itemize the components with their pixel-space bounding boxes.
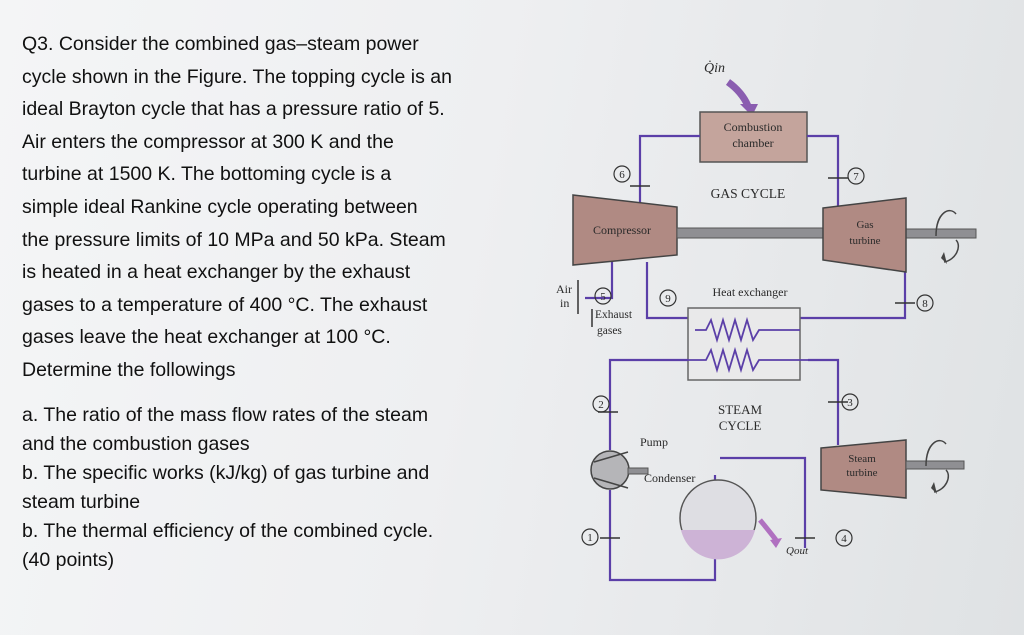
steam-turbine-label: turbine	[846, 467, 877, 479]
gas-turbine-label: Gas	[856, 219, 873, 231]
output-shaft	[905, 228, 977, 239]
air-in-label: in	[560, 296, 569, 310]
gas-turbine-label: turbine	[849, 235, 880, 247]
part-line: and the combustion gases	[22, 432, 250, 455]
compressor-label: Compressor	[593, 223, 651, 237]
heat-exchanger-label: Heat exchanger	[713, 285, 788, 299]
state-9: 9	[659, 289, 677, 307]
question-line: Q3. Consider the combined gas–steam powe…	[22, 33, 419, 55]
steam-shaft	[905, 460, 965, 470]
question-line: Air enters the compressor at 300 K and t…	[22, 130, 394, 153]
question-line: Determine the followings	[22, 358, 236, 381]
svg-text:9: 9	[665, 293, 671, 305]
state-5: 5	[594, 287, 612, 305]
heat-exchanger	[687, 307, 801, 381]
question-line: ideal Brayton cycle that has a pressure …	[22, 98, 445, 121]
exhaust-label: gases	[597, 325, 622, 337]
question-line: is heated in a heat exchanger by the exh…	[22, 261, 411, 284]
gas-cycle-label: GAS CYCLE	[711, 186, 786, 201]
state-2: 2	[592, 395, 610, 413]
compressor	[572, 194, 678, 266]
gas-turbine-shaft	[676, 227, 824, 239]
part-line: steam turbine	[22, 490, 141, 513]
q-out-arrow	[758, 518, 778, 542]
question-line: simple ideal Rankine cycle operating bet…	[22, 195, 418, 218]
pump-label: Pump	[640, 435, 668, 449]
pump-blade	[593, 477, 629, 489]
steam-turbine-label: Steam	[848, 453, 876, 465]
exhaust-label: Exhaust	[595, 309, 633, 321]
svg-text:4: 4	[841, 533, 847, 545]
steam-cycle-label: CYCLE	[719, 418, 762, 433]
question-line: cycle shown in the Figure. The topping c…	[22, 65, 452, 88]
state-8: 8	[916, 294, 934, 312]
state-ticks	[598, 177, 915, 539]
question-line: gases leave the heat exchanger at 100 °C…	[22, 326, 391, 349]
steam-cycle-pipes	[608, 358, 840, 582]
state-7: 7	[847, 167, 865, 185]
svg-text:3: 3	[847, 397, 853, 409]
pump-shaft	[627, 467, 649, 475]
svg-text:2: 2	[598, 399, 604, 411]
question-text: Q3. Consider the combined gas–steam powe…	[22, 28, 542, 575]
q-in-arrow	[725, 79, 752, 108]
work-arrowhead	[941, 252, 947, 264]
part-line: b. The specific works (kJ/kg) of gas tur…	[22, 461, 430, 484]
svg-text:7: 7	[853, 171, 859, 183]
q-out-label: Qout	[786, 545, 809, 557]
question-line: gases to a temperature of 400 °C. The ex…	[22, 293, 428, 316]
chamber-label: chamber	[732, 136, 773, 150]
question-line: turbine at 1500 K. The bottoming cycle i…	[22, 163, 392, 186]
part-line: b. The thermal efficiency of the combine…	[22, 519, 434, 542]
part-line: a. The ratio of the mass flow rates of t…	[22, 403, 429, 426]
hx-coil-steam	[688, 346, 808, 374]
condenser-liquid	[681, 530, 755, 560]
q-in-label: Q̇in	[704, 60, 725, 76]
work-output-icon	[925, 439, 950, 493]
combustion-label: Combustion	[724, 120, 783, 134]
state-4: 4	[835, 529, 853, 547]
work-output-icon	[935, 209, 960, 263]
svg-text:1: 1	[587, 532, 593, 544]
gas-turbine	[822, 197, 907, 273]
work-arrowhead	[931, 482, 937, 494]
hx-coil-gas	[695, 316, 800, 344]
state-6: 6	[613, 165, 631, 183]
combustion-chamber	[699, 111, 808, 163]
pump-blade	[593, 451, 629, 463]
svg-text:6: 6	[619, 169, 625, 181]
steam-cycle-label: STEAM	[718, 402, 763, 417]
steam-turbine	[820, 439, 907, 499]
question-line: the pressure limits of 10 MPa and 50 kPa…	[22, 228, 446, 251]
air-in-label: Air	[556, 282, 572, 296]
part-line: (40 points)	[22, 548, 115, 571]
q-out-arrowhead	[770, 538, 782, 548]
condenser-label: Condenser	[644, 471, 695, 485]
svg-text:5: 5	[600, 291, 606, 303]
state-1: 1	[581, 528, 599, 546]
svg-text:8: 8	[922, 298, 928, 310]
state-3: 3	[841, 393, 859, 411]
